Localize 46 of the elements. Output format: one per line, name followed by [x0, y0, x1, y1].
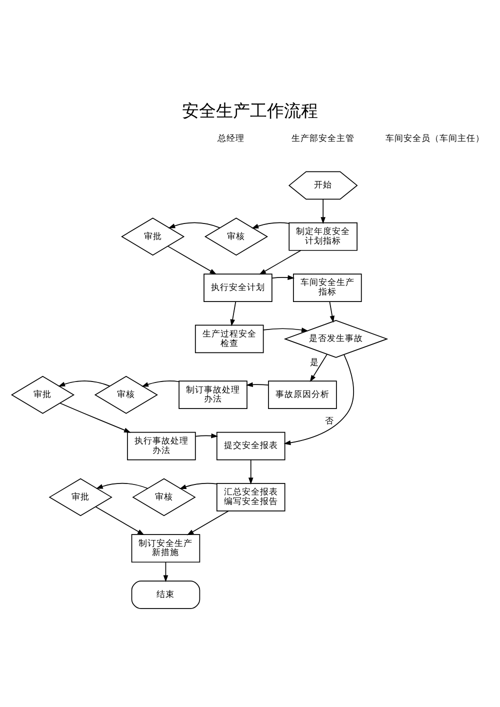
label: 总经理	[218, 134, 245, 144]
node-diamond: 审批	[48, 478, 112, 516]
arrow	[246, 382, 269, 387]
arrow	[58, 380, 110, 386]
node-box: 执行事故处理办法	[127, 431, 196, 460]
diagram-title: 安全生产工作流程	[182, 101, 318, 122]
arrow	[142, 380, 180, 386]
arrow	[329, 300, 335, 322]
arrow	[60, 402, 131, 432]
arrow	[96, 482, 148, 488]
label: 生产部安全主管	[292, 134, 355, 144]
node-diamond: 审批	[10, 375, 75, 414]
arrow	[263, 327, 308, 332]
node-box: 制订事故处理办法	[178, 380, 248, 409]
edge-label: 否	[325, 416, 334, 426]
arrow	[168, 222, 220, 228]
node-box: 事故原因分析	[268, 380, 337, 409]
node-box: 执行安全计划	[204, 273, 272, 302]
node-box: 汇总安全报表编写安全报告	[216, 482, 286, 511]
node-box: 制订安全生产新措施	[131, 534, 200, 562]
arrow	[252, 222, 290, 228]
arrow	[310, 353, 328, 382]
arrow	[168, 245, 217, 274]
arrow	[195, 432, 218, 438]
arrow	[95, 506, 144, 535]
label: 车间安全员（车间主任）	[385, 134, 484, 144]
node-diamond: 审核	[132, 478, 196, 516]
node-diamond: 是否发生事故	[284, 320, 388, 358]
arrow	[320, 198, 326, 224]
arrow	[179, 482, 218, 489]
node-box: 车间安全生产指标	[293, 273, 362, 302]
node-box: 提交安全报表	[216, 431, 286, 460]
node-diamond: 审核	[204, 217, 268, 256]
arrow	[284, 354, 354, 445]
arrow	[248, 458, 254, 484]
node-box: 生产过程安全检查	[194, 324, 264, 353]
arrow	[259, 250, 302, 274]
node-box: 制定年度安全计划指标	[288, 222, 358, 250]
node-diamond: 审核	[94, 375, 158, 414]
edge-label: 是	[310, 358, 320, 368]
arrow	[230, 300, 236, 326]
node-box: 结束	[131, 580, 200, 608]
node-diamond: 审批	[121, 217, 185, 256]
arrow	[272, 274, 295, 280]
arrow	[163, 561, 168, 582]
arrow	[186, 510, 229, 535]
